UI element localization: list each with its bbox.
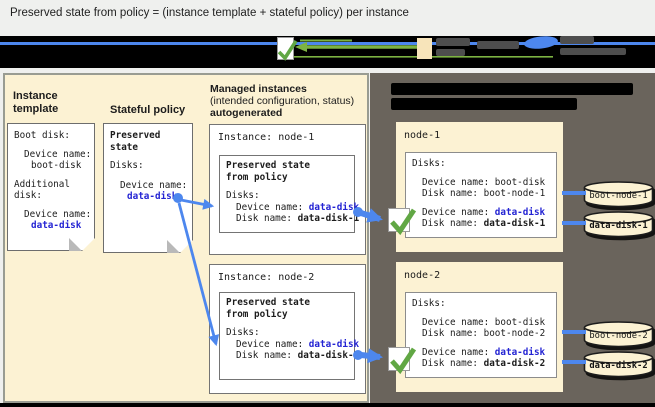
node-2-check-icon xyxy=(388,347,417,375)
legend-text-bar xyxy=(560,48,626,55)
preserved-state-box: Preserved state from policy Disks: Devic… xyxy=(219,292,359,380)
legend-text-bar xyxy=(436,49,465,56)
instance-title: Instance: node-1 xyxy=(218,132,315,143)
node-name: node-2 xyxy=(404,270,441,281)
node-1-box: node-1 Disks: Device name: boot-disk Dis… xyxy=(396,122,563,252)
legend-disk-icon xyxy=(524,36,558,49)
instance-node-2-box: Instance: node-2 Preserved state from po… xyxy=(209,264,366,394)
diagram-title: Preserved state from policy = (instance … xyxy=(10,7,409,19)
legend-shapes xyxy=(0,36,655,59)
disk-cylinder-boot-node-1: boot-node-1 xyxy=(583,181,654,208)
stateful-policy-doc: Preserved state Disks: Device name: data… xyxy=(103,123,193,253)
node-2-disks-box: Disks: Device name: boot-disk Disk name:… xyxy=(405,292,557,378)
bottom-strip xyxy=(0,403,655,407)
vm-panel-heading-bar xyxy=(391,83,633,95)
legend-text-bar xyxy=(436,38,470,46)
legend-text-bar xyxy=(477,41,519,49)
legend-text-bar xyxy=(560,36,594,44)
instance-title: Instance: node-2 xyxy=(218,272,315,283)
managed-instances-heading: Managed instances (intended configuratio… xyxy=(210,83,355,119)
disk-cylinder-data-disk-2: data-disk-2 xyxy=(583,351,654,378)
legend-band xyxy=(0,36,655,68)
vm-panel-heading-bar xyxy=(391,98,577,110)
instance-node-1-box: Instance: node-1 Preserved state from po… xyxy=(209,124,366,255)
node-1-check-icon xyxy=(388,208,417,236)
legend-check-icon xyxy=(277,37,298,61)
legend-template-icon xyxy=(417,38,432,59)
instance-template-doc: Boot disk: Device name: boot-disk Additi… xyxy=(7,123,95,251)
instance-template-label: Instance template xyxy=(13,90,59,115)
node-2-box: node-2 Disks: Device name: boot-disk Dis… xyxy=(396,262,563,392)
preserved-state-box: Preserved state from policy Disks: Devic… xyxy=(219,155,359,233)
stateful-policy-label: Stateful policy xyxy=(110,104,186,116)
node-name: node-1 xyxy=(404,130,441,141)
legend-blue-line xyxy=(0,42,655,45)
disk-cylinder-boot-node-2: boot-node-2 xyxy=(583,321,654,348)
node-1-disks-box: Disks: Device name: boot-disk Disk name:… xyxy=(405,152,557,238)
disk-cylinder-data-disk-1: data-disk-1 xyxy=(583,211,654,238)
